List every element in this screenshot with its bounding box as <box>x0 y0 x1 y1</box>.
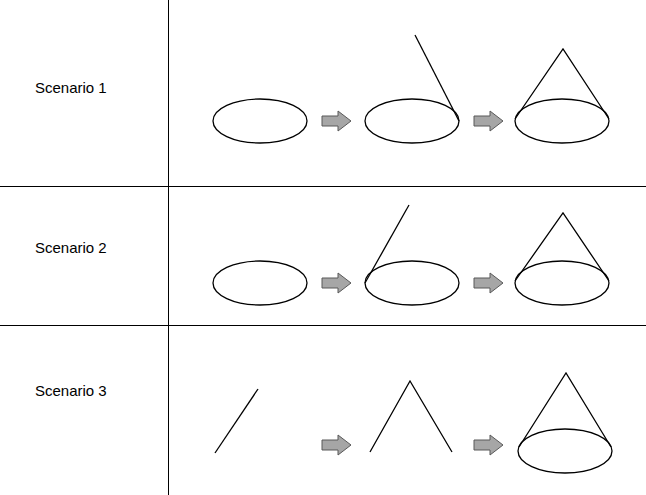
slant-line <box>415 35 459 121</box>
cone-base <box>518 429 612 473</box>
slant-line <box>215 389 258 453</box>
cone-base <box>515 99 609 143</box>
apex-lines <box>370 381 452 452</box>
process-arrow <box>322 273 351 293</box>
process-arrow <box>322 435 351 455</box>
cone-sides <box>515 213 609 281</box>
row-label: Scenario 2 <box>35 239 107 256</box>
slant-line <box>365 205 409 283</box>
row-label: Scenario 3 <box>35 382 107 399</box>
process-arrow <box>474 273 503 293</box>
table-rule <box>0 186 646 187</box>
base-ellipse <box>365 99 459 143</box>
row-label: Scenario 1 <box>35 79 107 96</box>
base-ellipse <box>365 261 459 305</box>
base-ellipse <box>213 261 307 305</box>
table-rule <box>168 0 169 495</box>
cone-sides <box>519 373 611 447</box>
cone-base <box>515 261 609 305</box>
process-arrow <box>474 111 503 131</box>
base-ellipse <box>213 99 307 143</box>
cone-sides <box>515 49 609 119</box>
process-arrow <box>322 111 351 131</box>
table-rule <box>0 325 646 326</box>
process-arrow <box>474 435 503 455</box>
